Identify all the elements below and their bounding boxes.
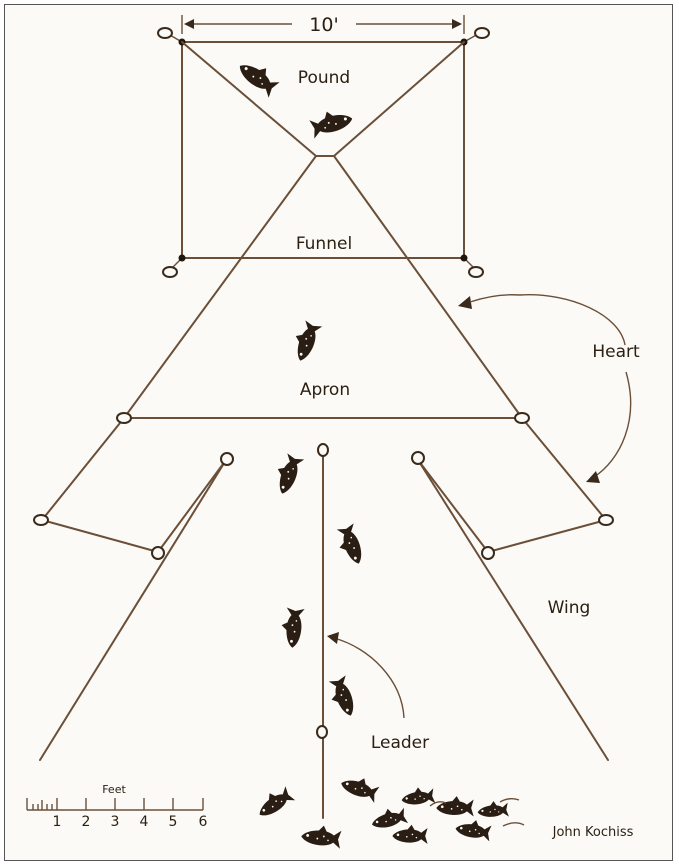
fish-icon <box>392 824 428 844</box>
anchor-ring <box>468 266 484 278</box>
fish-icon <box>436 796 474 817</box>
funnel-label: Funnel <box>296 234 352 254</box>
anchor-ring <box>474 27 490 39</box>
scale-tick-label: 2 <box>82 814 91 830</box>
pound-label: Pound <box>298 68 350 88</box>
fish-icon <box>325 675 360 720</box>
anchor-ring <box>33 514 49 526</box>
anchor-ring <box>514 412 530 424</box>
scale-tick-label: 4 <box>140 814 149 830</box>
heart-label: Heart <box>592 342 640 362</box>
anchor-ring <box>598 514 614 526</box>
fish-icon <box>400 785 436 808</box>
anchor-ring <box>157 27 173 39</box>
leader-label: Leader <box>371 733 429 753</box>
apron-label: Apron <box>300 380 350 400</box>
fish-icon <box>288 319 323 364</box>
fish-icon <box>300 823 342 849</box>
left-wing <box>33 452 234 761</box>
fish-icon <box>333 523 368 568</box>
right-wing <box>411 451 614 761</box>
anchor-ring <box>411 451 425 465</box>
anchor-ring <box>151 546 165 560</box>
diagram-panel <box>4 4 673 861</box>
leader <box>316 443 329 819</box>
scale-tick-label: 5 <box>169 814 178 830</box>
artist-credit: John Kochiss <box>552 825 634 840</box>
wing-label: Wing <box>548 598 591 618</box>
apron <box>41 412 607 521</box>
scale-tick-label: 3 <box>111 814 120 830</box>
fish-icon <box>338 771 381 803</box>
fish-icon <box>454 817 492 842</box>
dimension-label: 10' <box>309 14 338 36</box>
fish-icon <box>308 105 355 139</box>
anchor-ring <box>220 452 234 466</box>
funnel-lines <box>123 41 523 419</box>
anchor-ring <box>316 725 328 739</box>
fish-icon <box>279 607 305 649</box>
dimension-line <box>181 15 465 34</box>
anchor-ring <box>317 443 329 457</box>
pound-frame <box>157 27 490 278</box>
scale-bar <box>26 798 204 811</box>
heart-arrow-upper <box>519 294 626 346</box>
scale-tick-label: 1 <box>53 814 62 830</box>
anchor-ring <box>116 412 132 424</box>
anchor-ring <box>481 546 495 560</box>
anchor-ring <box>162 266 178 278</box>
fish-icon <box>252 783 296 822</box>
fish-group <box>234 55 525 849</box>
scale-tick-label: 6 <box>199 814 208 830</box>
heart-arrow-lower <box>593 371 632 478</box>
leader-arrow <box>333 637 405 719</box>
fish-icon <box>369 804 409 833</box>
scale-title: Feet <box>102 783 126 796</box>
fish-icon <box>270 452 305 497</box>
fish-icon <box>476 799 509 820</box>
